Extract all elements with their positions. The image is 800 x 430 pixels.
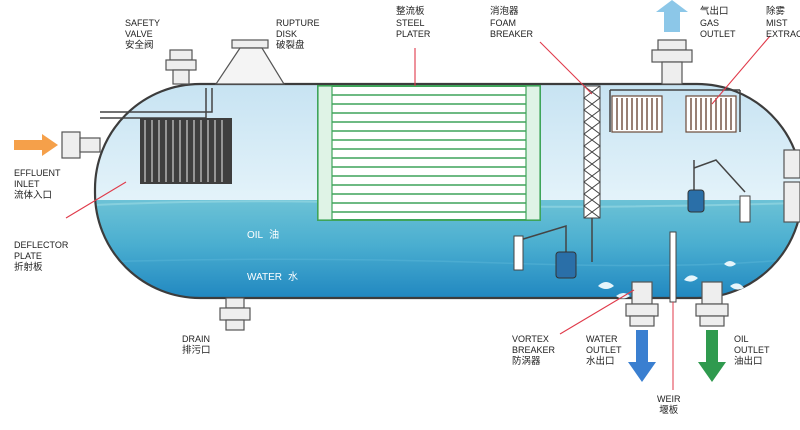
- foam-breaker: [583, 85, 601, 262]
- steel-plater: [317, 85, 541, 221]
- oil-outlet-nozzle: [695, 281, 729, 327]
- deflector-plate-pack: [140, 118, 232, 184]
- vortex-breaker-label: VORTEX BREAKER 防涡器: [512, 334, 556, 367]
- mist-extractor-label: 除雾 MIST EXTRAC: [766, 6, 800, 39]
- inlet-arrow-icon: [14, 134, 58, 156]
- rupture-disk-label: RUPTURE DISK 破裂盘: [276, 18, 320, 51]
- safety-valve-nozzle: [165, 49, 197, 85]
- weir-plate: [669, 231, 677, 303]
- right-fittings: [783, 149, 800, 223]
- water-outlet-label: WATER OUTLET 水出口: [586, 334, 622, 367]
- inlet-nozzle: [61, 131, 101, 159]
- interface-float: [513, 224, 577, 279]
- foam-breaker-label: 消泡器 FOAM BREAKER: [490, 6, 534, 39]
- mist-extractor: [609, 89, 741, 133]
- water-outlet-arrow-icon: [628, 330, 656, 382]
- oil-outlet-arrow-icon: [698, 330, 726, 382]
- vortex-breakers: [598, 261, 744, 299]
- oil-outlet-label: OIL OUTLET 油出口: [734, 334, 770, 367]
- water-outlet-nozzle: [625, 281, 659, 327]
- rupture-disk-nozzle: [214, 39, 286, 85]
- steel-plater-label: 整流板 STEEL PLATER: [396, 6, 431, 39]
- leader-lines: [65, 35, 771, 335]
- deflector-plate-label: DEFLECTOR PLATE 折射板: [14, 240, 69, 273]
- level-float: [687, 159, 751, 223]
- gas-outlet-label: 气出口 GAS OUTLET: [700, 6, 736, 39]
- drain-nozzle: [219, 297, 251, 331]
- gas-outlet-arrow-icon: [656, 0, 688, 32]
- gas-outlet-nozzle: [651, 39, 693, 85]
- effluent-inlet-label: EFFLUENT INLET 流体入口: [14, 168, 61, 201]
- weir-label: WEIR 堰板: [657, 394, 681, 416]
- drain-label: DRAIN 排污口: [182, 334, 211, 356]
- safety-valve-label: SAFETY VALVE 安全阀: [125, 18, 161, 51]
- vessel-outline: [93, 82, 800, 300]
